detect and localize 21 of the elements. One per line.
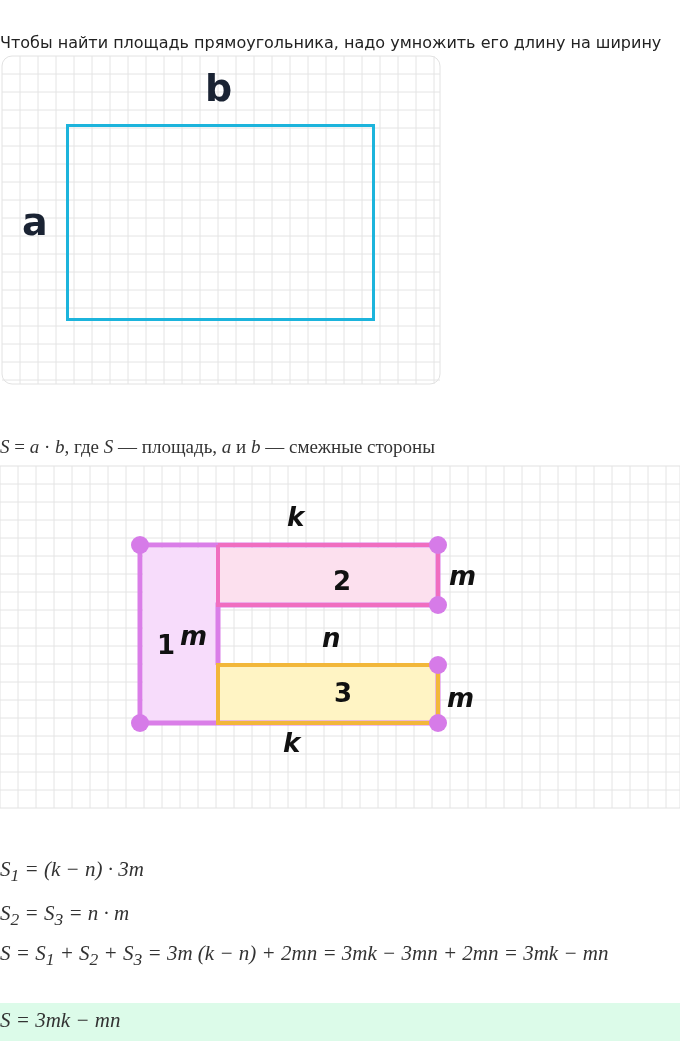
region-number: 1 (157, 629, 176, 660)
formula-text: S$_{1}$ = (k − n) · 3m (0, 857, 144, 887)
side-label: k (283, 728, 301, 758)
formula-text: S = S$_{1}$ + S$_{2}$ + S$_{3}$ = 3m (k − n) + 2mn = 3mk − 3mn + 2mn = 3mk − mn (0, 940, 610, 972)
side-label: a (22, 200, 48, 244)
description-text: Чтобы найти площадь прямоугольника, надо умножить его длину на ширину (0, 33, 662, 52)
region-number: 2 (332, 565, 352, 596)
side-label: b (205, 66, 233, 110)
region-area (143, 548, 218, 721)
region-area (218, 665, 438, 723)
side-label: n (322, 623, 341, 653)
side-label: m (447, 683, 475, 713)
region-number: 3 (333, 678, 353, 708)
rectangle-outline (66, 124, 375, 321)
side-label: m (449, 561, 477, 591)
region-area (218, 548, 436, 605)
side-label: k (287, 502, 305, 532)
formula-text: S$_{2}$ = S$_{3}$ = n · m (0, 901, 130, 931)
side-label: m (180, 621, 208, 651)
formula-text: S = 3mk − mn (0, 1008, 121, 1033)
description-text: S = a · b, где S — площадь, a и b — смежные стороны (0, 436, 436, 458)
